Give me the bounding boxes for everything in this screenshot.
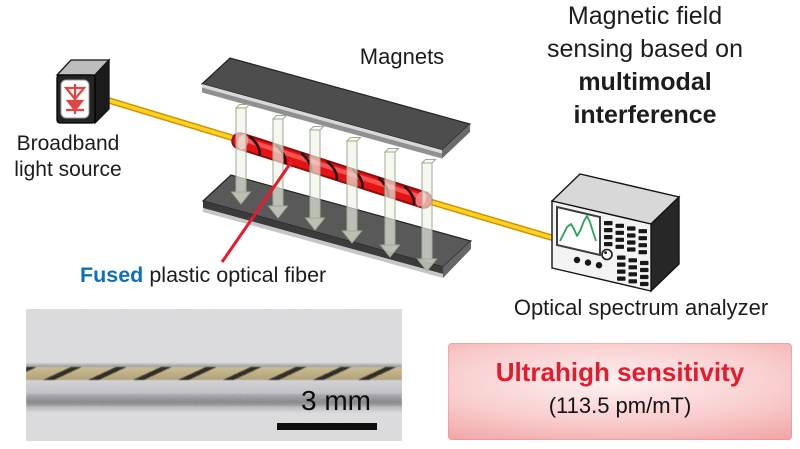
title-line-4: interference	[573, 101, 717, 129]
input-fiber	[90, 92, 247, 145]
output-fiber	[417, 195, 557, 242]
magnets-label: Magnets	[359, 44, 445, 69]
sensitivity-panel: Ultrahigh sensitivity (113.5 pm/mT)	[448, 343, 792, 440]
magnetic-field-arrows	[230, 104, 438, 272]
magnet-bottom	[201, 174, 473, 278]
fiber-pointer-line	[220, 160, 294, 263]
light-source-label: Broadband light source	[14, 132, 122, 181]
light-source-icon	[55, 58, 111, 125]
spectrum-analyzer-icon	[550, 173, 681, 293]
title-line-2: sensing based on	[547, 35, 743, 63]
sensitivity-heading: Ultrahigh sensitivity	[495, 357, 745, 387]
analyzer-buttons	[604, 221, 649, 287]
magnet-top	[200, 57, 472, 159]
scale-bar	[277, 423, 377, 430]
analyzer-knob	[601, 248, 613, 261]
fiber-label-rest: plastic optical fiber	[149, 263, 327, 287]
title-line-1: Magnetic field	[567, 2, 723, 30]
fiber-micrograph: 3 mm	[26, 309, 402, 441]
main-title: Magnetic field sensing based on multimod…	[500, 0, 790, 132]
sensitivity-value: (113.5 pm/mT)	[548, 393, 692, 418]
scale-bar-label: 3 mm	[301, 385, 371, 416]
title-line-3: multimodal	[578, 68, 712, 96]
fused-word: Fused	[80, 263, 144, 287]
led-diode-icon	[63, 84, 87, 114]
analyzer-label: Optical spectrum analyzer	[513, 295, 769, 320]
spectrum-trace	[559, 215, 597, 242]
